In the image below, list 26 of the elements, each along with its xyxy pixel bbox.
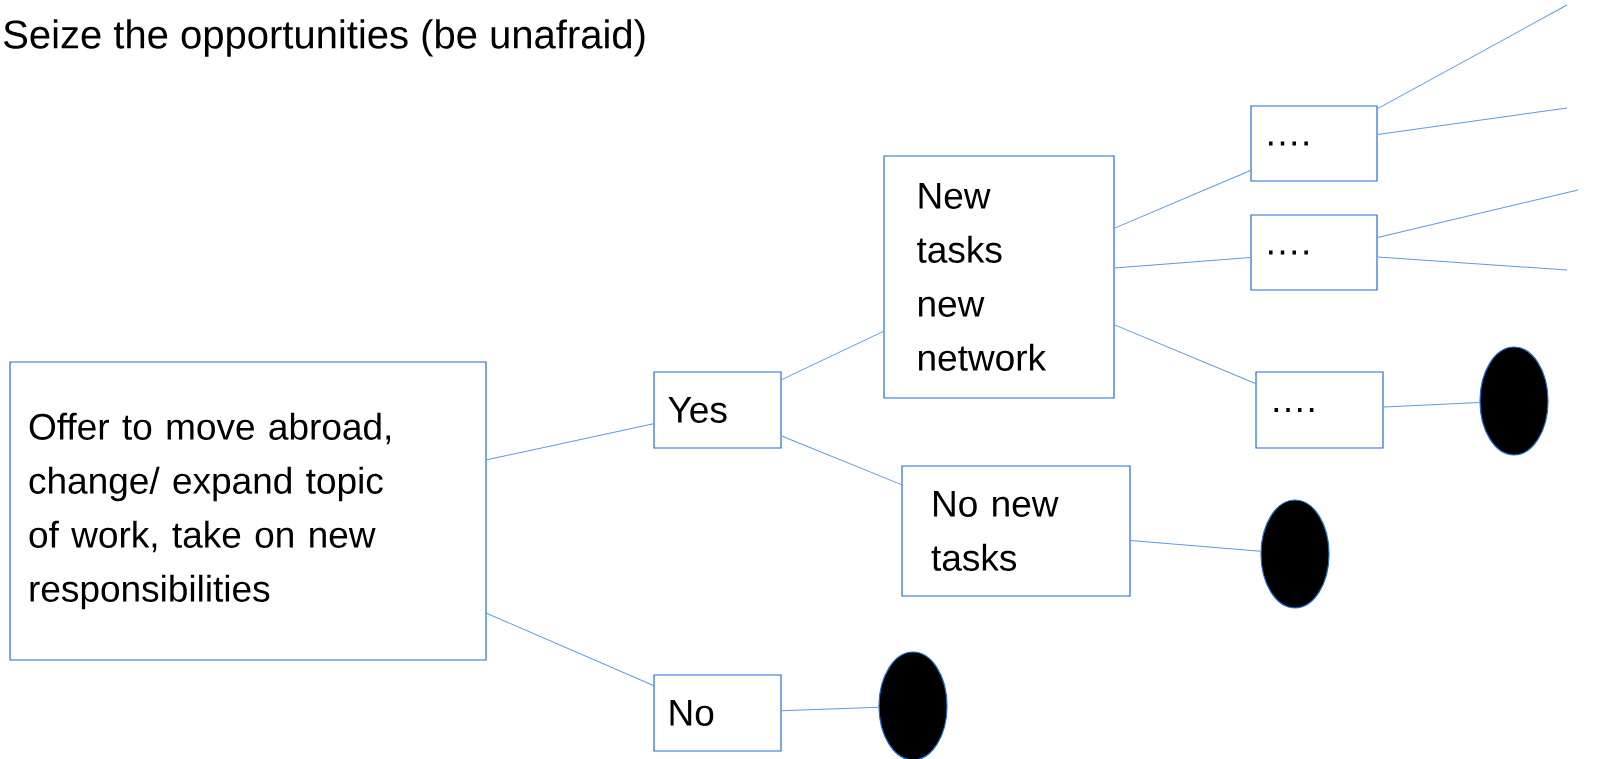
branch-line	[486, 423, 654, 461]
decision-box: Yes	[653, 371, 782, 449]
branch-line	[1114, 256, 1251, 269]
branch-line	[1377, 4, 1568, 110]
branch-line	[1114, 324, 1256, 384]
branch-line	[1130, 539, 1261, 552]
branch-line	[1377, 189, 1579, 238]
end-ellipse	[1260, 499, 1330, 609]
branch-line	[781, 706, 879, 712]
branch-line	[1383, 402, 1480, 408]
end-ellipse	[878, 651, 948, 759]
branch-line	[1114, 169, 1251, 229]
branch-line	[1377, 256, 1568, 271]
decision-box: No new tasks	[901, 465, 1131, 597]
branch-line	[781, 330, 884, 381]
branch-line	[781, 435, 902, 486]
end-ellipse	[1479, 346, 1549, 456]
decision-box: No	[653, 674, 782, 752]
title: Seize the opportunities (be unafraid)	[4, 19, 645, 57]
decision-box: New tasks new network	[883, 155, 1115, 399]
branch-line	[486, 612, 654, 687]
decision-box: ….	[1255, 371, 1384, 449]
decision-box: ….	[1250, 214, 1378, 291]
decision-box: ….	[1250, 105, 1378, 182]
branch-line	[1377, 107, 1568, 136]
decision-box: Offer to move abroad, change/ expand topic of work, take on new responsibilities	[9, 361, 487, 661]
